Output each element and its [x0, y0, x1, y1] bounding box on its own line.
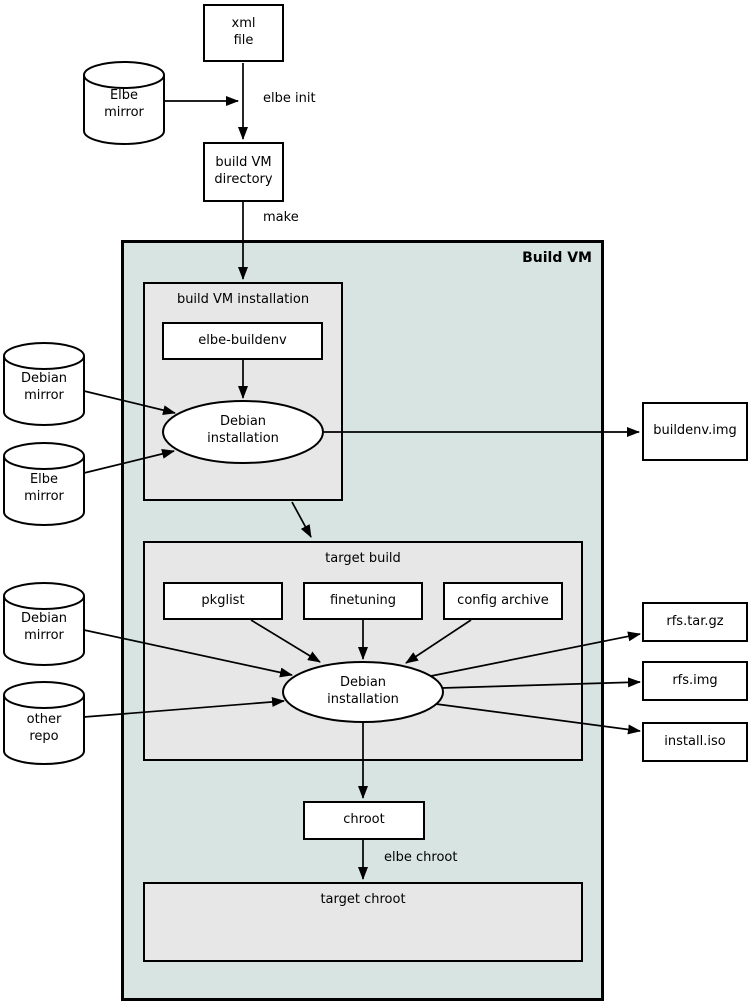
node-config-archive: config archive: [443, 582, 563, 620]
build-vm-installation-title: build VM installation: [176, 292, 310, 307]
label-other-repo: other repo: [26, 712, 62, 744]
node-build-vm-directory: build VM directory: [203, 142, 284, 202]
node-chroot: chroot: [303, 801, 425, 840]
edge-label-elbe-chroot: elbe chroot: [384, 850, 458, 865]
target-build-title: target build: [325, 551, 401, 566]
edge-label-elbe-init: elbe init: [263, 91, 316, 106]
node-install-iso: install.iso: [642, 722, 748, 762]
label-debian-installation-1: Debian installation: [207, 414, 279, 446]
node-buildenv-img: buildenv.img: [642, 402, 748, 461]
node-pkglist: pkglist: [163, 582, 283, 620]
edge-label-make: make: [263, 210, 299, 225]
label-debian-installation-2: Debian installation: [327, 675, 399, 707]
node-finetuning: finetuning: [303, 582, 423, 620]
label-debian-mirror-2: Debian mirror: [20, 611, 68, 643]
build-vm-installation-group: build VM installation: [143, 282, 343, 501]
build-vm-container-label: Build VM: [522, 250, 592, 266]
node-elbe-buildenv: elbe-buildenv: [162, 322, 323, 360]
node-rfs-tar-gz: rfs.tar.gz: [642, 602, 748, 642]
target-chroot-box: target chroot: [143, 882, 583, 962]
label-elbe-mirror-2: Elbe mirror: [24, 472, 64, 504]
label-elbe-mirror-top: Elbe mirror: [104, 88, 144, 120]
label-debian-mirror-1: Debian mirror: [20, 371, 68, 403]
target-chroot-title: target chroot: [320, 892, 406, 907]
node-xml-file: xml file: [203, 4, 284, 62]
target-build-group: target build: [143, 541, 583, 761]
node-rfs-img: rfs.img: [642, 661, 748, 701]
